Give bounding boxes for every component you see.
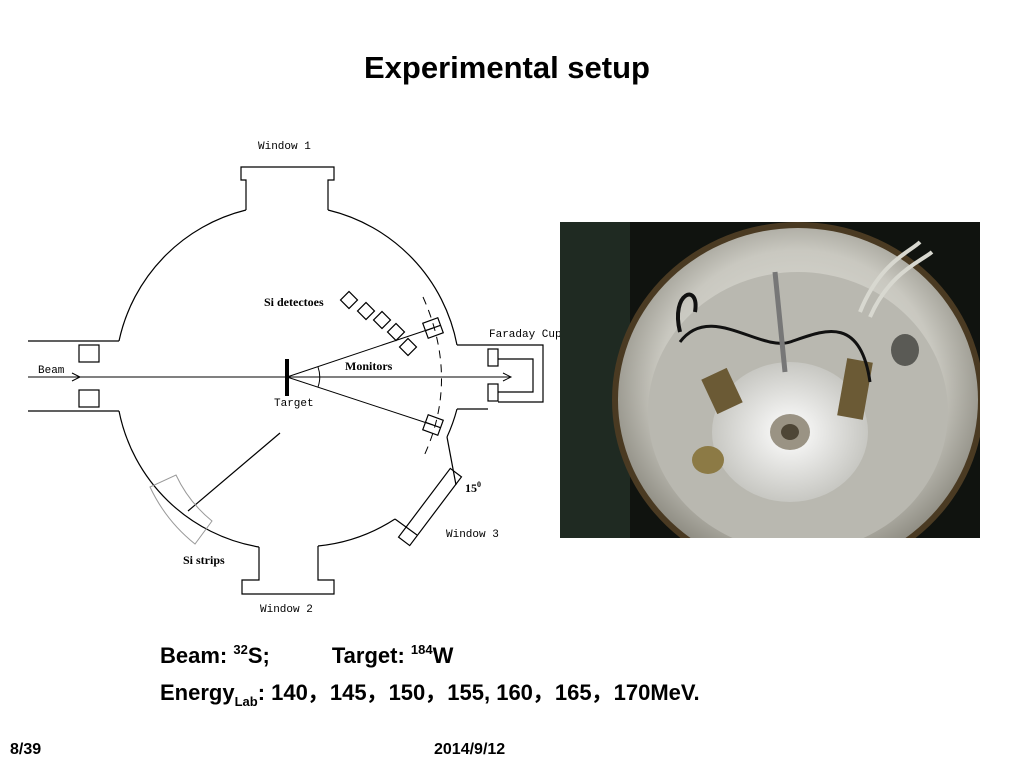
target-element: W xyxy=(432,643,454,668)
energy-line: EnergyLab: 140，145，150，155, 160，165，170M… xyxy=(160,675,700,709)
chamber-wall xyxy=(118,410,260,548)
beam-flange-bottom xyxy=(78,389,100,408)
chamber-wall xyxy=(446,408,458,438)
angle-value: 15 xyxy=(465,481,477,495)
beam-mass: 32 xyxy=(233,642,248,657)
window2-port xyxy=(241,546,335,595)
faraday-cup-label: Faraday Cup xyxy=(489,329,560,341)
si-detectors-label: Si detectoes xyxy=(264,295,324,309)
faraday-cup-body xyxy=(488,344,544,403)
page-number: 8/39 xyxy=(10,741,42,758)
si-detector xyxy=(339,290,359,310)
beam-target-line: Beam: 32S; Target: 184W xyxy=(160,642,453,669)
beam-flange-top xyxy=(78,344,100,363)
target-mass: 184 xyxy=(410,642,433,657)
target-label-text: Target: xyxy=(331,643,405,668)
si-detector xyxy=(386,322,406,342)
slide-title: Experimental setup xyxy=(364,50,650,85)
chamber-diagram: Window 1 Window 2 Window 3 Si detectoes … xyxy=(28,141,560,616)
energy-sub: Lab xyxy=(234,694,258,709)
energy-values: : 140，145，150，155, 160，165，170MeV. xyxy=(257,680,700,705)
window3-label: Window 3 xyxy=(446,529,499,541)
si-detector xyxy=(372,310,392,330)
si-detector xyxy=(398,337,418,357)
monitor-detector-bottom xyxy=(421,413,445,437)
chamber-wall xyxy=(317,518,396,547)
dashed-arc xyxy=(422,296,442,459)
faraday-flange-top xyxy=(487,348,499,367)
target-label: Target xyxy=(274,398,314,410)
angle-degree: 0 xyxy=(477,480,481,489)
energy-label: Energy xyxy=(160,680,235,705)
chamber-wall xyxy=(118,209,247,342)
chamber-photo xyxy=(560,222,980,538)
angle-label: 150 xyxy=(465,480,481,495)
si-strips xyxy=(149,474,213,545)
beam-element: S; xyxy=(247,643,270,668)
monitor-detector-top xyxy=(421,316,445,340)
si-strips-label: Si strips xyxy=(183,553,225,567)
window1-label: Window 1 xyxy=(258,141,311,153)
monitors-label: Monitors xyxy=(345,359,393,373)
faraday-flange-bottom xyxy=(487,383,499,402)
beam-label: Beam xyxy=(38,365,65,377)
beam-label-text: Beam: xyxy=(160,643,228,668)
window1-port xyxy=(240,166,335,210)
chamber-wall xyxy=(327,209,458,346)
window2-label: Window 2 xyxy=(260,604,313,616)
slide-date: 2014/9/12 xyxy=(434,741,506,758)
si-strips-arm xyxy=(187,432,281,512)
window3-port xyxy=(397,467,463,547)
si-detector xyxy=(356,301,376,321)
